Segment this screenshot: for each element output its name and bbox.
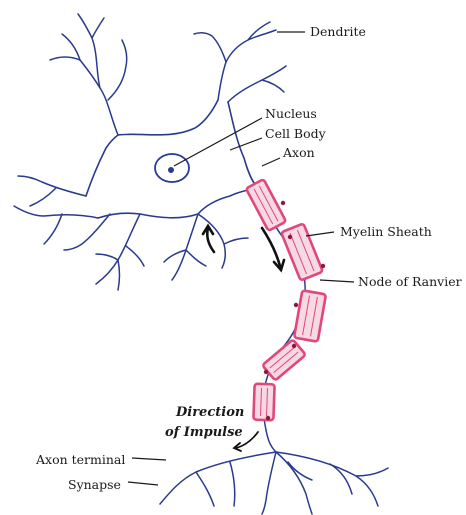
myelin-sheath xyxy=(246,179,326,420)
myelin-segment xyxy=(262,339,305,380)
myelin-segment xyxy=(253,384,274,421)
label-direction: Direction xyxy=(175,405,244,420)
nucleus xyxy=(155,154,189,182)
myelin-segment xyxy=(294,290,326,341)
axon-terminals xyxy=(160,430,388,514)
node-dot xyxy=(321,264,325,268)
node-dot xyxy=(264,370,268,374)
label-axon-terminal: Axon terminal xyxy=(35,452,125,467)
node-dot xyxy=(294,303,298,307)
label-axon: Axon xyxy=(282,145,315,160)
node-dot xyxy=(281,201,285,205)
label-myelin-sheath: Myelin Sheath xyxy=(340,224,432,239)
label-synapse: Synapse xyxy=(68,477,121,492)
label-node-of-ranvier: Node of Ranvier xyxy=(358,274,462,289)
dendrites xyxy=(14,14,286,290)
node-dot xyxy=(288,235,292,239)
label-cell-body: Cell Body xyxy=(265,126,327,141)
arrow-icon xyxy=(203,226,214,252)
node-dot xyxy=(266,416,270,420)
label-of-impulse: of Impulse xyxy=(165,425,243,440)
label-nucleus: Nucleus xyxy=(265,106,317,121)
myelin-segment xyxy=(281,223,323,280)
node-dot xyxy=(292,344,296,348)
label-dendrite: Dendrite xyxy=(310,24,366,39)
myelin-segment xyxy=(246,179,286,231)
